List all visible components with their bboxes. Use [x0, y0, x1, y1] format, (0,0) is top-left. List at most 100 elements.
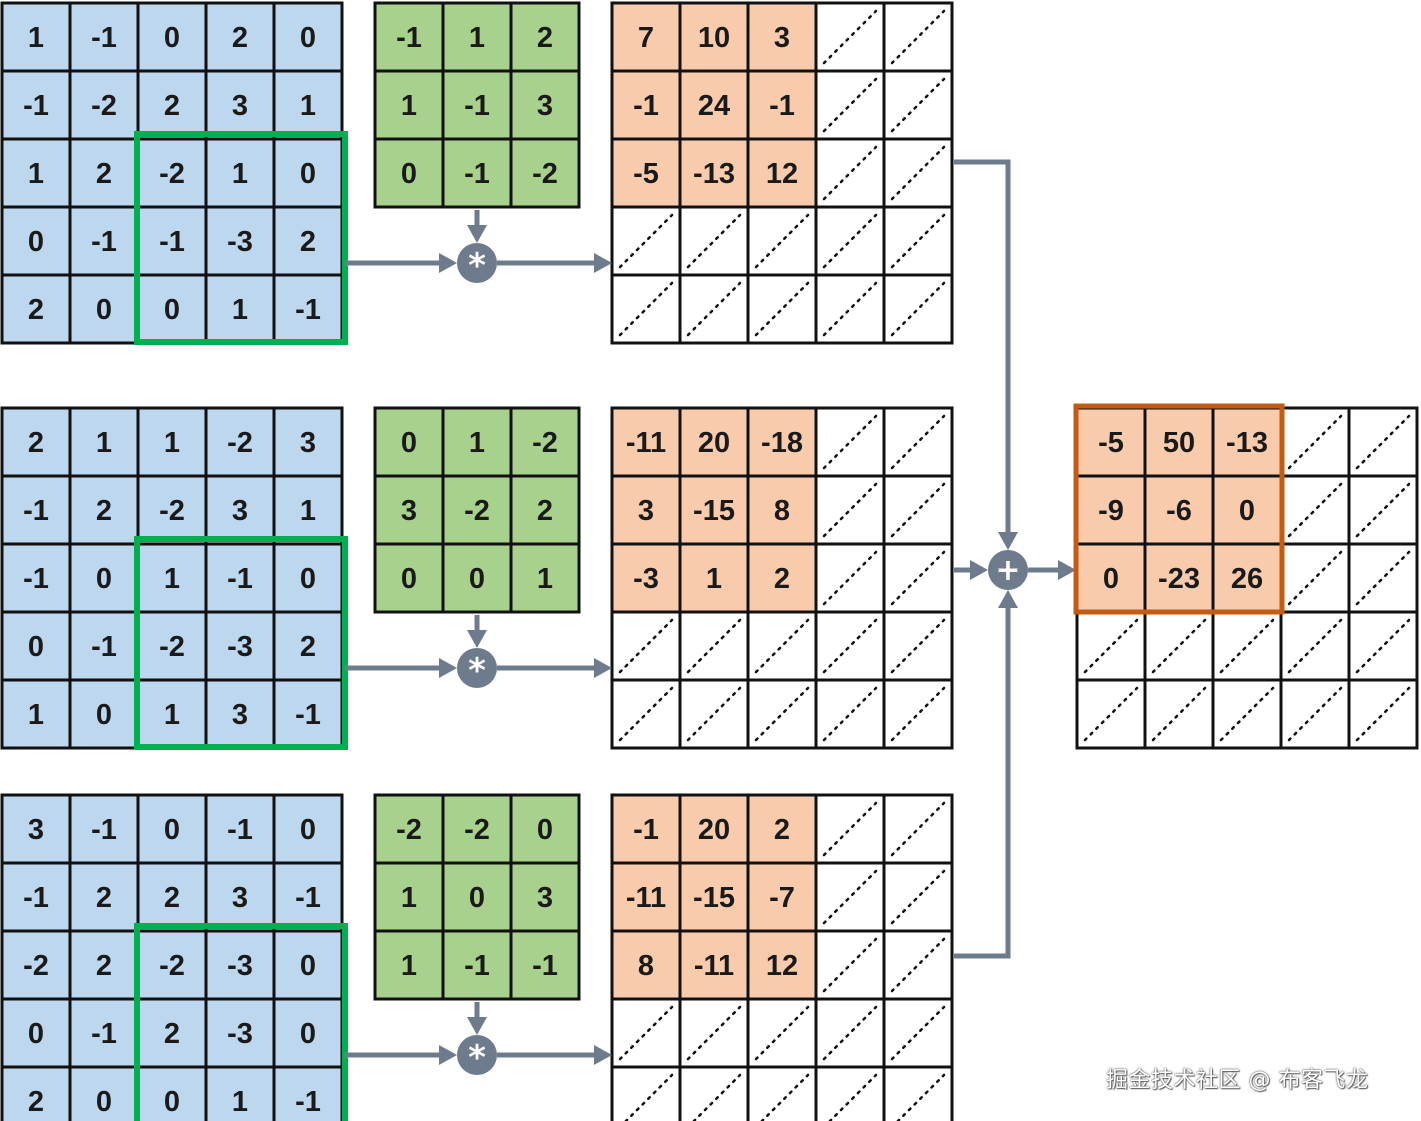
cell-value: -1: [396, 22, 422, 54]
cell-value: 1: [164, 563, 180, 595]
cell-value: -1: [633, 90, 659, 122]
cell-value: 1: [706, 563, 722, 595]
cell-value: 10: [698, 22, 730, 54]
empty-cell: [610, 1065, 682, 1121]
cell-value: 1: [401, 882, 417, 914]
cell-value: -3: [227, 226, 253, 258]
empty-cell: [814, 205, 886, 277]
matrix-cell: [204, 929, 276, 1001]
matrix-cell: [272, 1065, 344, 1121]
cell-value: 0: [96, 294, 112, 326]
cell-value: 2: [96, 158, 112, 190]
cell-value: -11: [694, 950, 734, 982]
cell-value: 12: [766, 950, 798, 982]
matrix-cell: [136, 273, 208, 345]
matrix-cell: [678, 137, 750, 209]
cell-value: -2: [464, 495, 490, 527]
matrix-cell: [272, 793, 344, 865]
empty-cell: [1347, 678, 1419, 750]
cell-value: 0: [164, 1086, 180, 1118]
cell-value: 0: [164, 22, 180, 54]
cell-value: 1: [401, 950, 417, 982]
empty-cell: [678, 205, 750, 277]
empty-cell: [882, 273, 954, 345]
cell-value: 3: [537, 882, 553, 914]
arrow-icon: [439, 658, 457, 678]
cell-value: -1: [295, 699, 321, 731]
operator-circle: [988, 550, 1028, 590]
cell-value: 2: [300, 226, 316, 258]
cell-value: 3: [300, 427, 316, 459]
cell-value: 3: [28, 814, 44, 846]
cell-value: -15: [693, 882, 735, 914]
empty-cell: [1347, 610, 1419, 682]
cell-value: 3: [774, 22, 790, 54]
operator-circle: [457, 243, 497, 283]
cell-value: 1: [164, 699, 180, 731]
cell-value: 0: [469, 563, 485, 595]
cell-value: 1: [401, 90, 417, 122]
matrix-cell: [441, 793, 513, 865]
matrix-cell: [0, 929, 72, 1001]
matrix-cell: [136, 997, 208, 1069]
empty-cell: [1279, 542, 1351, 614]
convolve-operator-icon-2: *: [457, 648, 497, 691]
cell-value: -6: [1166, 495, 1192, 527]
cell-value: 0: [401, 563, 417, 595]
cell-value: -1: [23, 495, 49, 527]
matrix-cell: [0, 273, 72, 345]
matrix-cell: [373, 542, 445, 614]
cell-value: 1: [164, 427, 180, 459]
cell-value: -2: [464, 814, 490, 846]
cell-value: 2: [96, 882, 112, 914]
empty-cell: [882, 861, 954, 933]
matrix-cell: [204, 861, 276, 933]
convolve-operator-icon-1: *: [457, 243, 497, 286]
cell-value: 3: [537, 90, 553, 122]
matrix-cell: [0, 1065, 72, 1121]
cell-value: 0: [300, 1018, 316, 1050]
cell-value: -23: [1158, 563, 1200, 595]
operator-symbol: +: [995, 553, 1020, 588]
cell-value: 1: [232, 294, 248, 326]
receptive-field-window-2: [134, 536, 348, 750]
matrix-cell: [441, 542, 513, 614]
cell-value: 2: [96, 495, 112, 527]
cell-value: -2: [532, 158, 558, 190]
empty-cell: [882, 997, 954, 1069]
cell-value: -2: [23, 950, 49, 982]
cell-value: -5: [1098, 427, 1124, 459]
empty-cell: [678, 1065, 750, 1121]
cell-value: -1: [91, 226, 117, 258]
channel-3-to-sum-line: [954, 608, 1011, 959]
cell-value: -2: [227, 427, 253, 459]
cell-value: -5: [633, 158, 659, 190]
matrix-cell: [272, 610, 344, 682]
operator-circle: [457, 648, 497, 688]
empty-cell: [746, 1065, 818, 1121]
arrow-icon: [467, 630, 487, 648]
matrix-cell: [678, 474, 750, 546]
cell-value: 0: [537, 814, 553, 846]
matrix-cell: [746, 861, 818, 933]
cell-value: -2: [91, 90, 117, 122]
arrow-icon: [594, 253, 612, 273]
empty-cell: [1143, 610, 1215, 682]
cell-value: -9: [1098, 495, 1124, 527]
matrix-cell: [1211, 406, 1283, 478]
matrix-cell: [509, 406, 581, 478]
cell-value: -2: [159, 495, 185, 527]
empty-cell: [882, 1, 954, 73]
cell-value: 1: [232, 1086, 248, 1118]
cell-value: 2: [537, 22, 553, 54]
matrix-cell: [373, 406, 445, 478]
cell-value: -18: [761, 427, 803, 459]
matrix-cell: [678, 69, 750, 141]
cell-value: -1: [295, 294, 321, 326]
empty-cell: [814, 997, 886, 1069]
